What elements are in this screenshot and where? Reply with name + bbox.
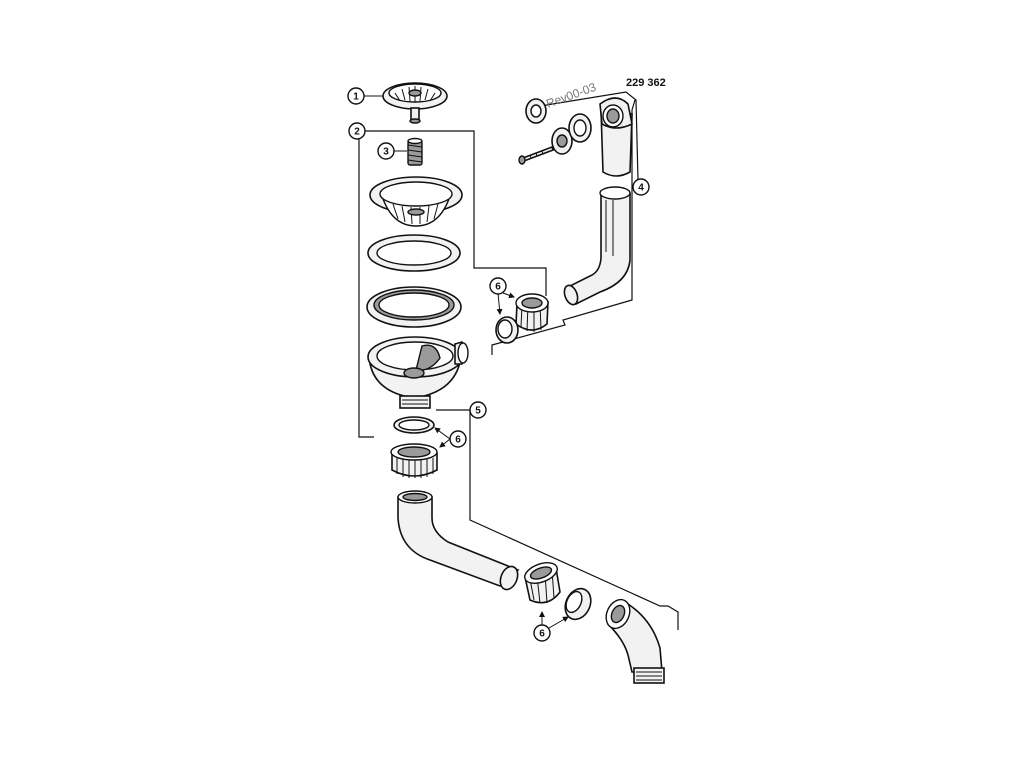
bracket-4-top — [527, 91, 639, 181]
drain-body — [367, 336, 469, 409]
overflow-assembly — [518, 97, 633, 306]
callout-2-label: 2 — [354, 127, 360, 138]
callout-6-drain: 6 — [434, 427, 467, 448]
profile-seal — [366, 286, 462, 328]
callout-6-pipe: 6 — [533, 611, 569, 642]
callout-6-drain-label: 6 — [455, 435, 461, 446]
overflow-seal — [568, 113, 592, 143]
overflow-cap — [551, 127, 573, 155]
bracket-2 — [364, 130, 547, 296]
callout-3: 3 — [377, 142, 407, 160]
callout-6-pipe-label: 6 — [539, 629, 545, 640]
callout-1-label: 1 — [353, 92, 359, 103]
elbow-outlet — [605, 598, 665, 684]
callout-5-label: 5 — [475, 406, 481, 417]
spring — [407, 137, 423, 166]
strainer-plug — [382, 82, 448, 124]
overflow-tube — [563, 186, 631, 306]
callout-2: 2 — [348, 122, 366, 140]
revision-stamp: Rev00-03 — [544, 80, 598, 111]
screw — [518, 145, 555, 165]
flat-seal — [367, 234, 461, 272]
union-nut-lower — [524, 562, 561, 604]
strainer-basket — [369, 176, 463, 227]
union-nut-upper — [390, 443, 438, 478]
overflow-head — [599, 97, 633, 177]
callout-6-overflow-label: 6 — [495, 282, 501, 293]
part-number-label: 229 362 — [626, 77, 666, 89]
callout-4: 4 — [632, 178, 650, 196]
callout-3-label: 3 — [383, 147, 389, 158]
bracket-4 — [491, 99, 636, 355]
callout-6-overflow: 6 — [489, 277, 515, 315]
callout-5: 5 — [469, 401, 487, 419]
seal-cup-lower — [564, 587, 592, 621]
callout-4-label: 4 — [638, 183, 644, 194]
overflow-seal-cup — [495, 316, 519, 344]
callout-1: 1 — [347, 87, 383, 105]
o-ring-upper — [393, 416, 435, 434]
overflow-nut — [515, 293, 549, 332]
waste-pipe — [397, 490, 520, 591]
bracket-2-left — [358, 138, 374, 438]
overflow-rosette — [525, 98, 547, 124]
bracket-5 — [436, 409, 679, 630]
